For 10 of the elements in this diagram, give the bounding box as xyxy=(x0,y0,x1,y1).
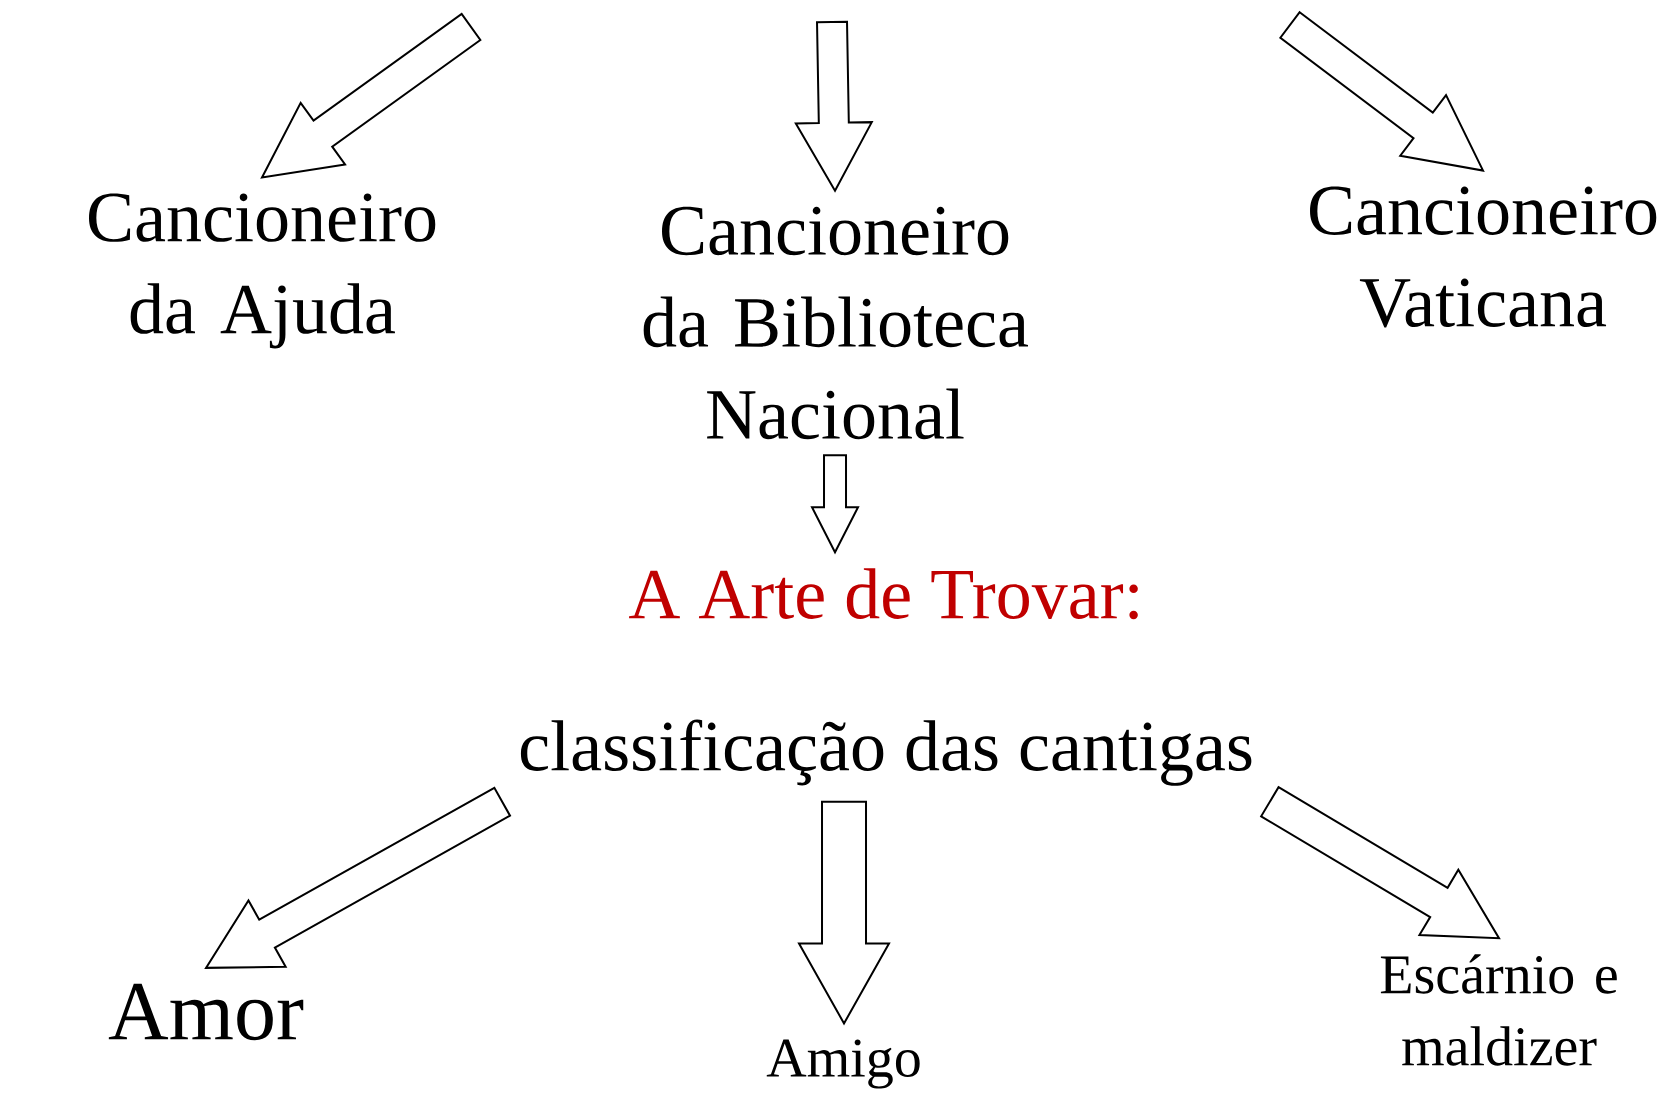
category-label: Amigo xyxy=(766,1039,920,1089)
source-label: Cancioneiro da Ajuda xyxy=(89,193,436,349)
title-text: A Arte de Trovar: classificação das cantigas xyxy=(520,568,1252,786)
category-label: Escárnio e maldizer xyxy=(1380,954,1617,1066)
source-label: Cancioneiro Vaticana xyxy=(1310,186,1657,328)
block-arrow xyxy=(810,454,860,555)
category-label: Amor xyxy=(108,983,304,1041)
source-label: Cancioneiro da Biblioteca Nacional xyxy=(643,206,1028,440)
block-arrow xyxy=(797,800,891,1026)
block-arrow xyxy=(794,20,874,193)
